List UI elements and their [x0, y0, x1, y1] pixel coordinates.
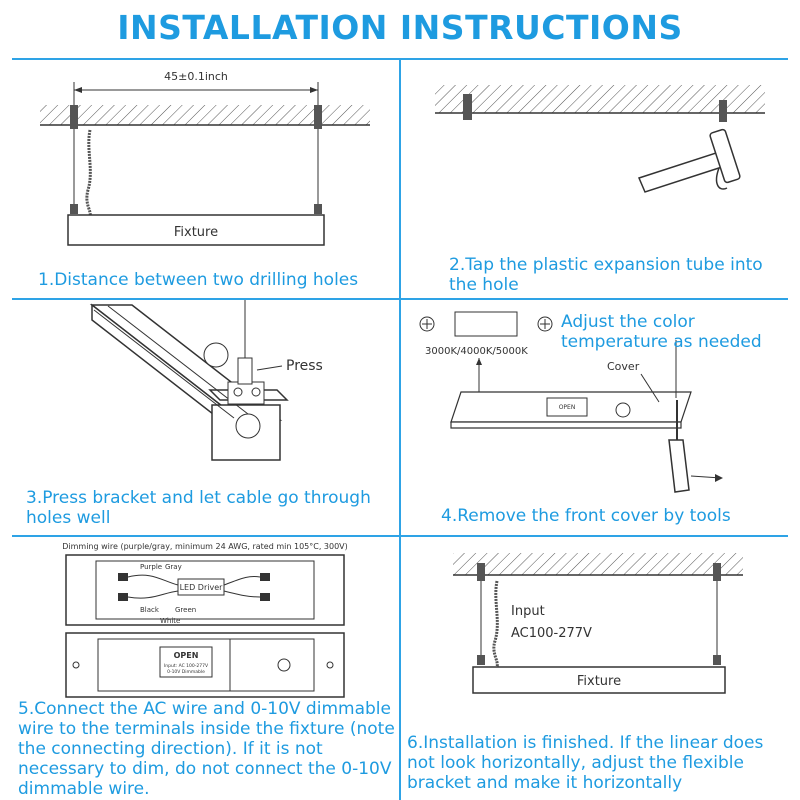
step-2-panel: 2.Tap the plastic expansion tube into th…	[401, 60, 788, 298]
press-label: Press	[286, 358, 323, 374]
open-label: OPEN	[174, 651, 199, 660]
fixture-label: Fixture	[174, 225, 218, 240]
step-3-caption: 3.Press bracket and let cable go through…	[26, 488, 371, 528]
step-5-diagram: Dimming wire (purple/gray, minimum 24 AW…	[62, 542, 348, 698]
step-4-adjust-label: Adjust the color temperature as needed	[561, 312, 762, 352]
purple-label: Purple	[140, 563, 162, 571]
plus-icon-left	[419, 316, 435, 332]
fixture-body	[472, 666, 726, 694]
cct-switch	[454, 311, 518, 337]
driver-label: LED Driver	[180, 583, 224, 592]
input-label: Input	[511, 604, 545, 619]
fixture-label: Fixture	[577, 674, 621, 689]
gray-label: Gray	[165, 563, 182, 571]
step-6-panel: Input AC100-277V Fixture 6.Installation …	[401, 537, 788, 800]
step-1-caption: 1.Distance between two drilling holes	[38, 270, 359, 290]
expansion-tube-right	[719, 100, 727, 122]
step-2-diagram	[435, 85, 765, 193]
step-2-caption: 2.Tap the plastic expansion tube into th…	[449, 255, 763, 295]
voltage-label: AC100-277V	[511, 626, 592, 641]
open-tag: OPEN	[559, 404, 576, 411]
black-label: Black	[140, 606, 160, 614]
hammer-icon	[637, 128, 741, 193]
step-4-caption: 4.Remove the front cover by tools	[441, 506, 731, 526]
step-1-diagram: 45±0.1inch Fixture	[40, 70, 370, 246]
grid-line-center	[399, 58, 401, 800]
dimension-label: 45±0.1inch	[164, 70, 228, 83]
ceiling	[453, 553, 743, 575]
screwdriver-icon	[668, 400, 690, 493]
step-6-caption: 6.Installation is finished. If the linea…	[407, 733, 764, 793]
step-1-panel: 45±0.1inch Fixture 1.Distance between tw…	[12, 60, 399, 298]
cct-label: 3000K/4000K/5000K	[425, 346, 528, 357]
expansion-tube-left	[463, 94, 472, 120]
dimming-wire-label: Dimming wire (purple/gray, minimum 24 AW…	[62, 542, 348, 551]
step-4-panel: 3000K/4000K/5000K OPEN Cover Adjust the …	[401, 300, 788, 535]
open-sub2: 0-10V Dimmable	[167, 669, 205, 675]
green-label: Green	[175, 606, 196, 614]
plus-icon-right	[537, 316, 553, 332]
step-5-panel: Dimming wire (purple/gray, minimum 24 AW…	[12, 537, 399, 800]
white-label: White	[160, 617, 180, 625]
step-4-diagram: 3000K/4000K/5000K OPEN Cover	[419, 311, 723, 493]
ceiling	[40, 105, 370, 125]
open-sub1: Input: AC 100-277V	[164, 663, 209, 669]
ceiling	[435, 85, 765, 113]
step-3-diagram: Press	[89, 300, 323, 461]
fixture-body	[67, 214, 325, 246]
cover-label: Cover	[607, 360, 640, 373]
page-title: INSTALLATION INSTRUCTIONS	[117, 8, 683, 47]
step-3-panel: Press 3.Press bracket and let cable go t…	[12, 300, 399, 535]
step-6-diagram: Input AC100-277V Fixture	[453, 553, 743, 694]
step-5-caption: 5.Connect the AC wire and 0-10V dimmable…	[18, 699, 395, 799]
